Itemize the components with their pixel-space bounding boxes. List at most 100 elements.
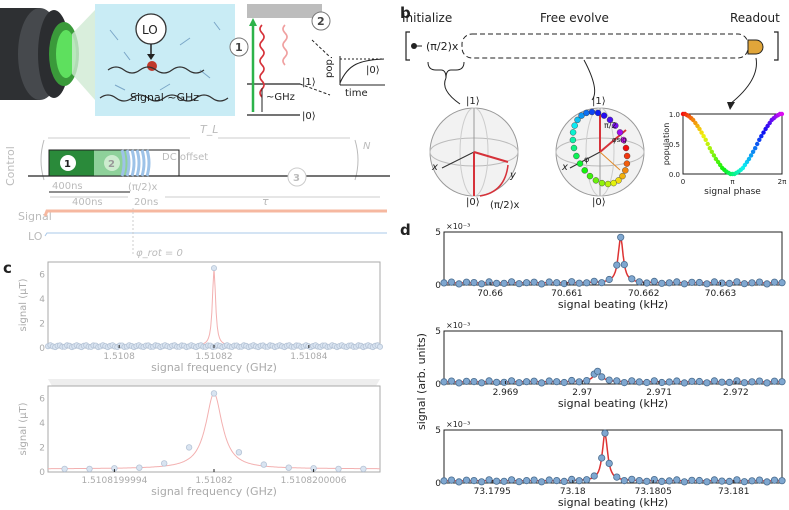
phase-dot xyxy=(606,116,614,124)
x-axis-label: signal beating (kHz) xyxy=(558,397,668,410)
b-xtick: π xyxy=(730,178,735,186)
panel-label-d: d xyxy=(400,221,411,239)
phase-dot xyxy=(594,109,602,117)
t20-label: 20ns xyxy=(134,197,158,208)
pi2-seq-label: (π/2)x xyxy=(128,182,158,193)
b-inset-frame xyxy=(682,113,783,175)
data-point xyxy=(210,265,217,272)
pop-axis-label: pop. xyxy=(324,56,335,78)
data-point xyxy=(718,477,726,485)
seq-step3: 3 xyxy=(293,173,300,184)
population-point xyxy=(709,149,714,154)
signal-wave xyxy=(43,209,387,217)
population-point xyxy=(757,137,762,142)
data-point xyxy=(763,280,771,288)
data-point xyxy=(643,378,651,387)
data-point xyxy=(568,475,576,483)
data-point xyxy=(680,280,689,288)
data-point xyxy=(455,478,463,486)
phase-dot xyxy=(569,136,577,144)
phase-dot xyxy=(586,172,594,180)
phase-dot xyxy=(616,129,624,136)
x-tick-label: 70.66 xyxy=(477,289,503,299)
data-point xyxy=(553,279,561,287)
data-point xyxy=(748,279,756,287)
signal-row-label: Signal xyxy=(18,210,52,223)
data-point xyxy=(560,477,568,485)
data-point xyxy=(778,279,786,287)
level-1-label: |1⟩ xyxy=(302,77,316,88)
data-point xyxy=(477,379,486,387)
y-tick-label: 4 xyxy=(39,419,45,429)
data-point xyxy=(515,379,523,387)
x-axis-label: signal beating (kHz) xyxy=(558,496,668,509)
tl-label: T_L xyxy=(200,123,218,136)
x-axis-label: signal frequency (GHz) xyxy=(151,485,277,498)
plot-frame xyxy=(443,231,783,286)
phase-dot xyxy=(610,179,617,187)
data-point xyxy=(673,377,681,385)
data-point xyxy=(590,472,598,480)
x-tick-label: 73.181 xyxy=(718,487,750,497)
population-point xyxy=(697,126,702,132)
data-point xyxy=(665,279,673,287)
phase-dot xyxy=(598,179,606,187)
population-inset: pop. time |0⟩ xyxy=(299,39,385,99)
data-point xyxy=(522,378,531,386)
y-axis-label: signal (μT) xyxy=(18,402,29,455)
data-point xyxy=(210,390,218,397)
y-tick-label: 0 xyxy=(435,380,441,390)
pop-state-label: |0⟩ xyxy=(366,65,380,76)
data-point xyxy=(673,278,681,286)
data-point xyxy=(598,279,606,287)
data-point xyxy=(770,278,779,286)
init-pulse-label: (π/2)x xyxy=(426,40,459,53)
y-tick-label: 6 xyxy=(39,270,45,280)
phase-dot xyxy=(573,152,580,160)
x-tick-label: 2.971 xyxy=(646,388,672,398)
data-point xyxy=(598,373,606,381)
s2-phisig: φsig xyxy=(612,136,627,144)
bloch-sphere-1: |1⟩ |0⟩ x y (π/2)x xyxy=(429,96,520,211)
s2-x: x xyxy=(561,162,568,173)
x-tick-label: 1.51084 xyxy=(290,352,327,362)
data-point xyxy=(617,233,625,241)
ghz-gap-label: ~GHz xyxy=(266,92,295,103)
data-point xyxy=(537,379,546,387)
data-point xyxy=(613,261,621,269)
phase-dot xyxy=(571,122,578,129)
s1-y: y xyxy=(509,170,517,181)
x-tick-label: 70.661 xyxy=(551,289,583,299)
fit-line xyxy=(444,237,782,284)
data-point xyxy=(470,278,478,287)
data-point xyxy=(61,465,68,473)
data-point xyxy=(568,278,576,286)
data-point xyxy=(763,379,771,387)
phase-dot xyxy=(578,112,585,119)
seq-step2: 2 xyxy=(108,159,115,170)
data-point xyxy=(733,278,741,286)
data-point xyxy=(733,476,741,484)
data-point xyxy=(643,477,651,485)
y-tick-label: 2 xyxy=(39,443,45,453)
data-point xyxy=(665,477,673,485)
data-point xyxy=(522,476,531,485)
plot-frame xyxy=(443,330,783,385)
data-point xyxy=(763,478,771,486)
data-point xyxy=(530,476,538,484)
data-point xyxy=(748,378,756,386)
population-point xyxy=(711,153,717,158)
data-point xyxy=(507,476,516,484)
data-point xyxy=(605,376,613,384)
data-point xyxy=(575,378,583,386)
signal-ghz-label: Signal ~GHz xyxy=(130,91,199,104)
population-point xyxy=(761,130,766,135)
y-tick-label: 0 xyxy=(39,344,45,354)
time-axis-label: time xyxy=(345,88,368,99)
data-point xyxy=(665,378,673,386)
data-point xyxy=(583,376,591,385)
x-axis-label: signal beating (kHz) xyxy=(558,298,668,311)
data-point xyxy=(703,280,711,288)
